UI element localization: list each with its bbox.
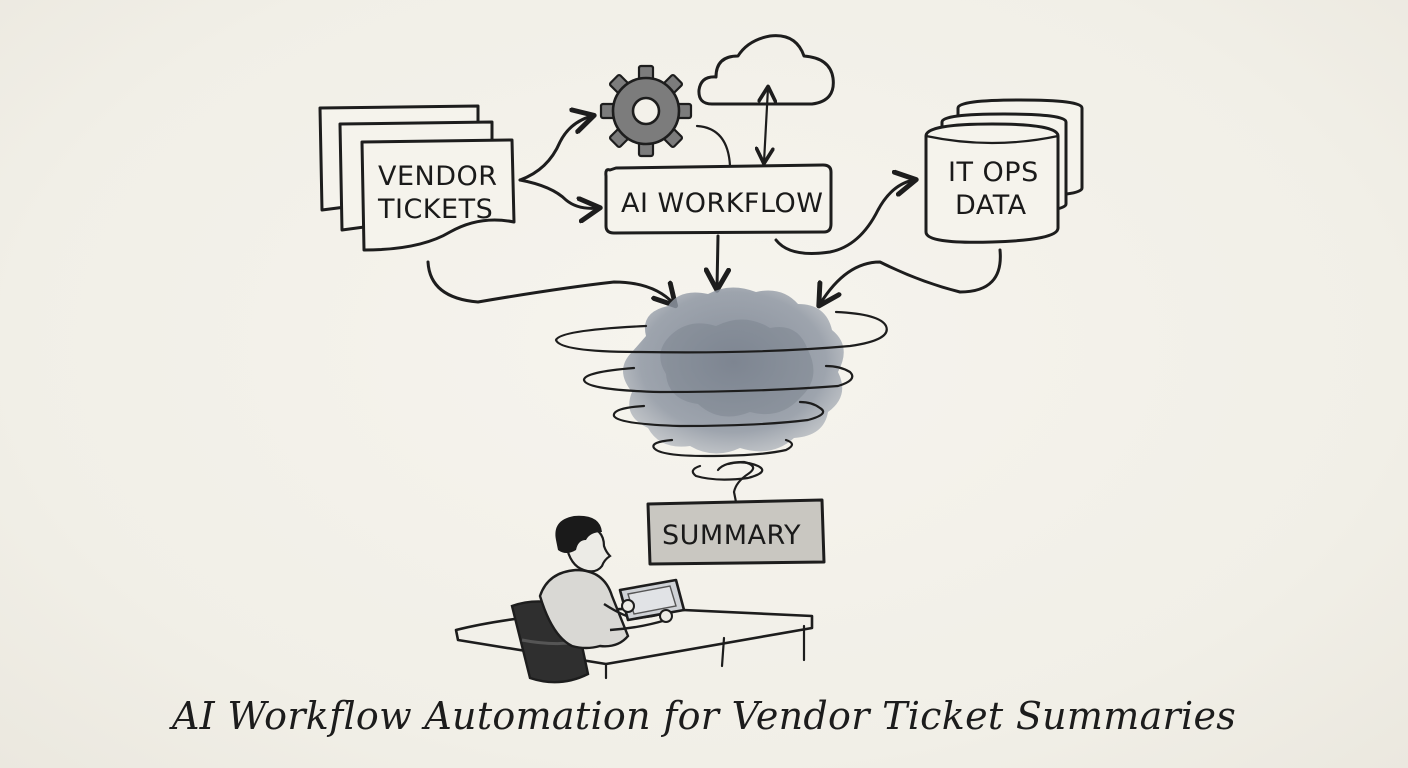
processing-cloud xyxy=(623,287,844,454)
vendor-tickets-stack: VENDOR TICKETS xyxy=(318,104,516,252)
arrow-tickets-to-cloud xyxy=(426,260,674,304)
ai-workflow-box: AI WORKFLOW xyxy=(604,163,833,235)
vendor-tickets-label-line2: TICKETS xyxy=(377,194,493,225)
swirl-funnel xyxy=(554,310,888,504)
it-ops-label-line2: DATA xyxy=(955,190,1027,221)
gear-to-workflow-connector xyxy=(695,124,732,168)
it-ops-data-stack: IT OPS DATA xyxy=(924,98,1084,244)
arrow-workflow-to-itops xyxy=(774,180,914,255)
it-ops-label-line1: IT OPS xyxy=(948,157,1039,188)
gear-icon xyxy=(599,64,693,158)
diagram-caption: AI Workflow Automation for Vendor Ticket… xyxy=(171,694,1237,738)
ai-workflow-label: AI WORKFLOW xyxy=(621,188,824,219)
arrow-itops-to-cloud xyxy=(820,248,1002,304)
cloud-sync-arrow xyxy=(764,88,768,162)
person-at-desk xyxy=(454,515,814,684)
summary-box: SUMMARY xyxy=(646,498,826,566)
arrow-workflow-to-cloud xyxy=(717,234,718,288)
vendor-tickets-label-line1: VENDOR xyxy=(378,161,498,192)
arrow-tickets-to-workflow xyxy=(518,178,598,208)
cloud-icon xyxy=(697,34,835,106)
summary-label: SUMMARY xyxy=(662,520,801,551)
arrow-tickets-to-gear xyxy=(518,116,592,182)
